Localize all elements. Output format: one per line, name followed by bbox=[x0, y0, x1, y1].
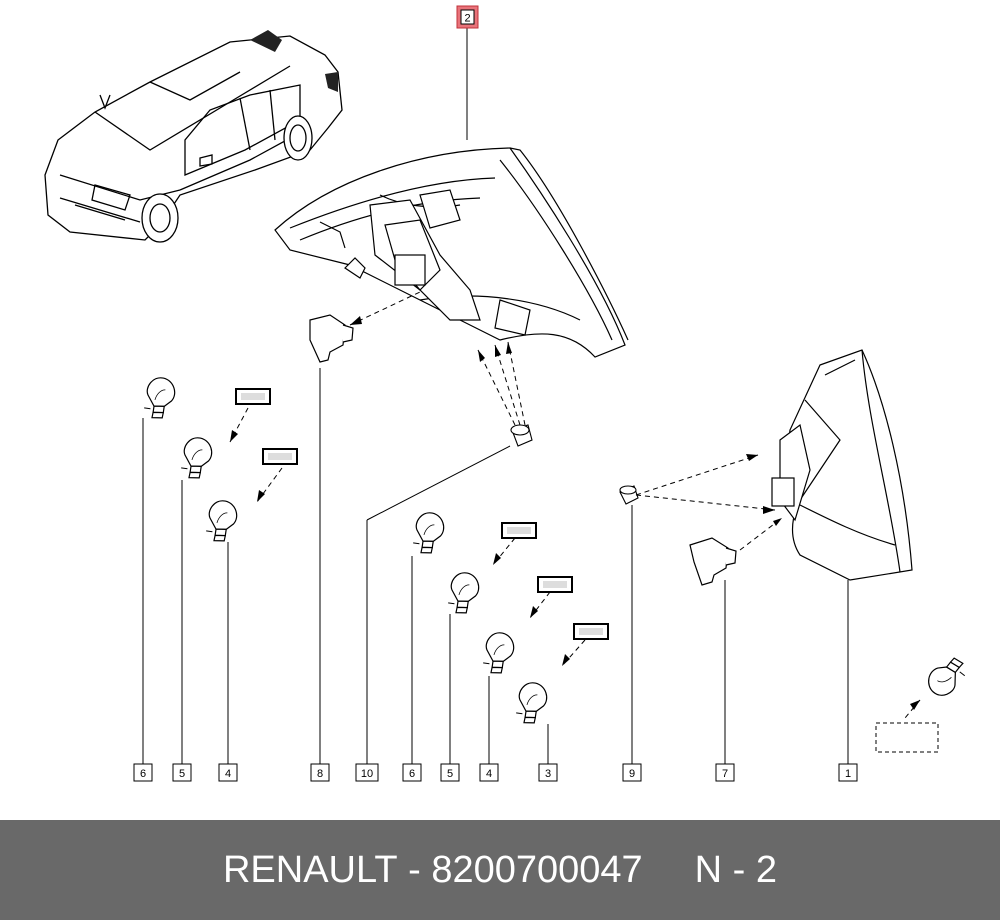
dashed-label-box bbox=[875, 722, 939, 753]
arrow-heads bbox=[230, 316, 920, 710]
car-roof-shade-icon bbox=[250, 30, 282, 52]
part-footer-bar: RENAULT - 8200700047 N - 2 bbox=[0, 820, 1000, 920]
callout-5: 5 bbox=[440, 763, 460, 782]
bulb-icon bbox=[923, 651, 970, 702]
tail-lamp-icon bbox=[274, 147, 629, 358]
svg-text:4: 4 bbox=[486, 768, 492, 780]
bulb-label-sticker bbox=[262, 448, 298, 465]
callout-4: 4 bbox=[479, 763, 499, 782]
callout-3: 3 bbox=[538, 763, 558, 782]
svg-text:7: 7 bbox=[722, 768, 728, 780]
svg-text:10: 10 bbox=[361, 768, 373, 780]
bulb-icon bbox=[175, 435, 217, 482]
svg-text:3: 3 bbox=[545, 768, 551, 780]
callout-leaders bbox=[142, 28, 849, 764]
parts-diagram: 2 6 5 4 8 10 6 5 4 3 9 7 bbox=[44, 5, 970, 782]
separator: - bbox=[397, 848, 432, 891]
bulb-icon bbox=[138, 375, 180, 422]
svg-text:2: 2 bbox=[464, 13, 470, 25]
side-lamp-icon bbox=[771, 349, 913, 581]
callout-8: 8 bbox=[310, 763, 330, 782]
bulb-label-sticker bbox=[501, 522, 537, 539]
ref-number: 2 bbox=[755, 848, 778, 891]
ref-prefix: N - bbox=[694, 848, 756, 891]
bulb-icon bbox=[407, 510, 449, 557]
bulb-holder-icon bbox=[309, 314, 354, 363]
callout-10: 10 bbox=[355, 763, 379, 782]
bulb-icon bbox=[510, 680, 552, 727]
bulb-icon bbox=[200, 498, 242, 545]
car-tail-highlight-icon bbox=[325, 72, 338, 92]
bulb-label-sticker bbox=[235, 388, 271, 405]
svg-text:5: 5 bbox=[179, 768, 185, 780]
svg-text:4: 4 bbox=[225, 768, 231, 780]
callout-7: 7 bbox=[715, 763, 735, 782]
bulb-holder-icon bbox=[689, 537, 737, 586]
callout-6: 6 bbox=[133, 763, 153, 782]
bulb-label-sticker bbox=[573, 623, 609, 640]
callout-6: 6 bbox=[402, 763, 422, 782]
svg-text:9: 9 bbox=[629, 768, 635, 780]
callout-2: 2 bbox=[456, 5, 479, 29]
svg-text:8: 8 bbox=[317, 768, 323, 780]
callout-9: 9 bbox=[622, 763, 642, 782]
car-icon bbox=[44, 35, 343, 243]
clip-icon bbox=[619, 485, 639, 505]
brand-name: RENAULT bbox=[222, 848, 398, 891]
bulb-icon bbox=[442, 570, 484, 617]
svg-text:1: 1 bbox=[845, 768, 851, 780]
bulb-label-sticker bbox=[537, 576, 573, 593]
callout-1: 1 bbox=[838, 763, 858, 782]
clip-icon bbox=[510, 424, 533, 447]
svg-text:5: 5 bbox=[447, 768, 453, 780]
callout-5: 5 bbox=[172, 763, 192, 782]
callout-4: 4 bbox=[218, 763, 238, 782]
part-number: 8200700047 bbox=[431, 848, 643, 891]
svg-text:6: 6 bbox=[140, 768, 146, 780]
svg-text:6: 6 bbox=[409, 768, 415, 780]
bulb-icon bbox=[477, 630, 519, 677]
